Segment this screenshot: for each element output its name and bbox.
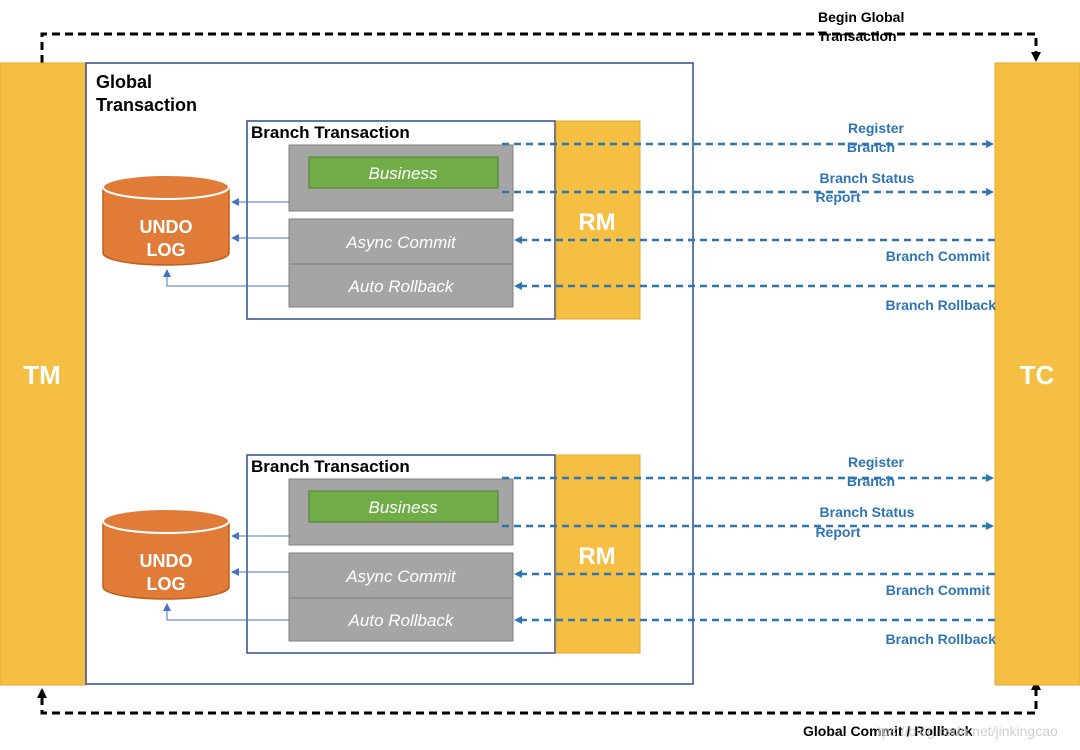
undo-log-label-1: UNDO [140, 551, 193, 571]
branch-transaction-title: Branch Transaction [251, 457, 410, 476]
branch-transaction-title: Branch Transaction [251, 123, 410, 142]
branch-rollback-label: Branch Rollback [886, 631, 997, 647]
auto-rollback-box [288, 263, 514, 308]
rollback-to-undo-arrow [163, 603, 289, 621]
branch-group-2: Branch Transaction Business Async Commit… [102, 454, 997, 654]
auto-rollback-label: Auto Rollback [348, 611, 455, 630]
tm-label: TM [23, 360, 61, 390]
business-box [308, 490, 499, 523]
begin-global-connector [40, 32, 1041, 63]
register-branch-label-1: Register [848, 454, 905, 470]
undo-log-cylinder [102, 174, 230, 266]
tc-label: TC [1020, 360, 1055, 390]
undo-log-label-2: LOG [147, 574, 186, 594]
register-branch-label-1: Register [848, 120, 905, 136]
undo-log-label-1: UNDO [140, 217, 193, 237]
branch-commit-label: Branch Commit [886, 582, 991, 598]
business-box [308, 156, 499, 189]
undo-log-cylinder [102, 508, 230, 600]
rollback-to-undo-arrow [163, 269, 289, 287]
branch-status-label-2: Report [815, 524, 860, 540]
async-commit-box [288, 218, 514, 265]
watermark-text: tps://blog.csdn.net/jinkingcao [878, 723, 1058, 739]
register-branch-label-2: Branch [847, 139, 895, 155]
tc-bar [994, 62, 1080, 686]
branch-rollback-label: Branch Rollback [886, 297, 997, 313]
rm-label: RM [578, 543, 615, 570]
register-branch-label-2: Branch [847, 473, 895, 489]
branch-status-label-2: Report [815, 189, 860, 205]
branch-group-1: Branch Transaction Business Async Commit… [102, 120, 997, 320]
auto-rollback-box [288, 597, 514, 642]
global-commit-label: Global Commit / Rollback [803, 723, 973, 739]
branch-status-label-1: Branch Status [820, 170, 915, 186]
rm-label: RM [578, 209, 615, 236]
global-transaction-label-2: Transaction [96, 95, 197, 115]
global-transaction-label-1: Global [96, 72, 152, 92]
global-transaction-frame [85, 62, 694, 685]
undo-log-label-2: LOG [147, 240, 186, 260]
async-commit-label: Async Commit [345, 233, 457, 252]
begin-global-label-2: Transaction [818, 28, 897, 44]
async-commit-label: Async Commit [345, 567, 457, 586]
async-commit-box [288, 552, 514, 599]
business-label: Business [369, 498, 438, 517]
begin-global-label-1: Begin Global [818, 9, 904, 25]
business-label: Business [369, 164, 438, 183]
branch-status-label-1: Branch Status [820, 504, 915, 520]
tm-bar [0, 62, 87, 686]
global-commit-connector [37, 688, 1038, 715]
auto-rollback-label: Auto Rollback [348, 277, 455, 296]
branch-commit-label: Branch Commit [886, 248, 991, 264]
